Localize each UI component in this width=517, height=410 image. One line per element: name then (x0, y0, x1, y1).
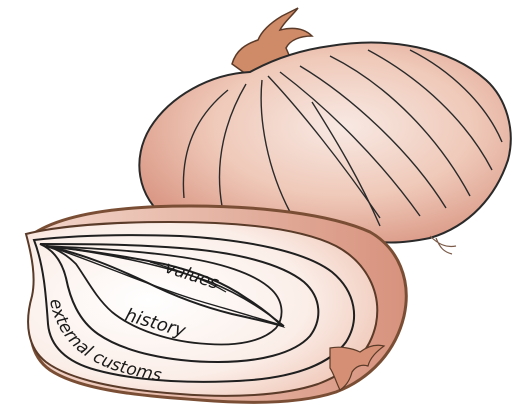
cut-onion (26, 206, 406, 402)
whole-onion-root (430, 236, 456, 254)
